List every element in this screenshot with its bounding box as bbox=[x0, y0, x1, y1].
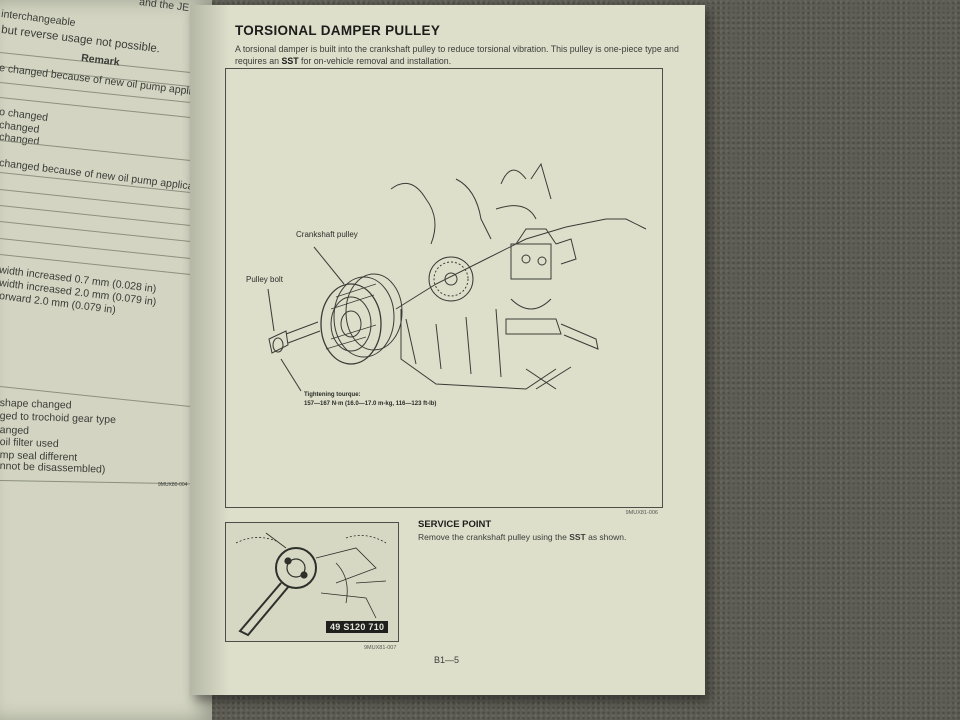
figure-code: 9MUX81-006 bbox=[625, 510, 658, 516]
service-point-text: Remove the crankshaft pulley using the S… bbox=[418, 532, 626, 542]
left-fig-code: 9MUX80-004 bbox=[158, 482, 188, 488]
remark-row: oil filter used bbox=[0, 436, 59, 451]
service-text-end: as shown. bbox=[585, 532, 627, 542]
sst-figure: 49 S120 710 9MUX81-007 bbox=[225, 522, 399, 651]
remark-row: e changed because of new oil pump applic… bbox=[0, 62, 212, 101]
label-crankshaft-pulley: Crankshaft pulley bbox=[296, 230, 358, 239]
remark-row: shape changed bbox=[0, 397, 72, 412]
sst-illustration bbox=[235, 532, 387, 637]
remark-row: nnot be disassembled) bbox=[0, 460, 106, 476]
service-point-title: SERVICE POINT bbox=[418, 519, 492, 530]
right-page: TORSIONAL DAMPER PULLEY A torsional damp… bbox=[190, 5, 705, 695]
label-pulley-bolt: Pulley bolt bbox=[246, 275, 283, 284]
section-title: TORSIONAL DAMPER PULLEY bbox=[235, 23, 441, 38]
remark-column-header: Remark bbox=[80, 52, 121, 69]
pulley-figure: Crankshaft pulley Pulley bolt Tightening… bbox=[225, 68, 663, 516]
sst-figure-code: 9MUX81-007 bbox=[364, 645, 397, 651]
remark-row: anged bbox=[0, 424, 30, 438]
intro-text-end: for on-vehicle removal and installation. bbox=[298, 56, 452, 66]
sst-tool-number: 49 S120 710 bbox=[326, 621, 389, 633]
service-text: Remove the crankshaft pulley using the bbox=[418, 532, 570, 542]
page-number: B1—5 bbox=[434, 655, 460, 665]
service-sst: SST bbox=[569, 532, 586, 542]
left-page: interchangeable but reverse usage not po… bbox=[0, 0, 212, 720]
pulley-illustration bbox=[267, 162, 647, 392]
intro-paragraph: A torsional damper is built into the cra… bbox=[235, 43, 690, 67]
intro-text: A torsional damper is built into the cra… bbox=[235, 44, 679, 66]
torque-title: Tightening tourque: bbox=[304, 392, 361, 398]
torque-value: 157—167 N·m (16.0—17.0 m-kg, 116—123 ft-… bbox=[304, 401, 437, 407]
left-header-line-2: but reverse usage not possible. bbox=[0, 24, 161, 56]
intro-sst: SST bbox=[281, 56, 299, 66]
tightening-torque: Tightening tourque: 157—167 N·m (16.0—17… bbox=[304, 391, 436, 409]
